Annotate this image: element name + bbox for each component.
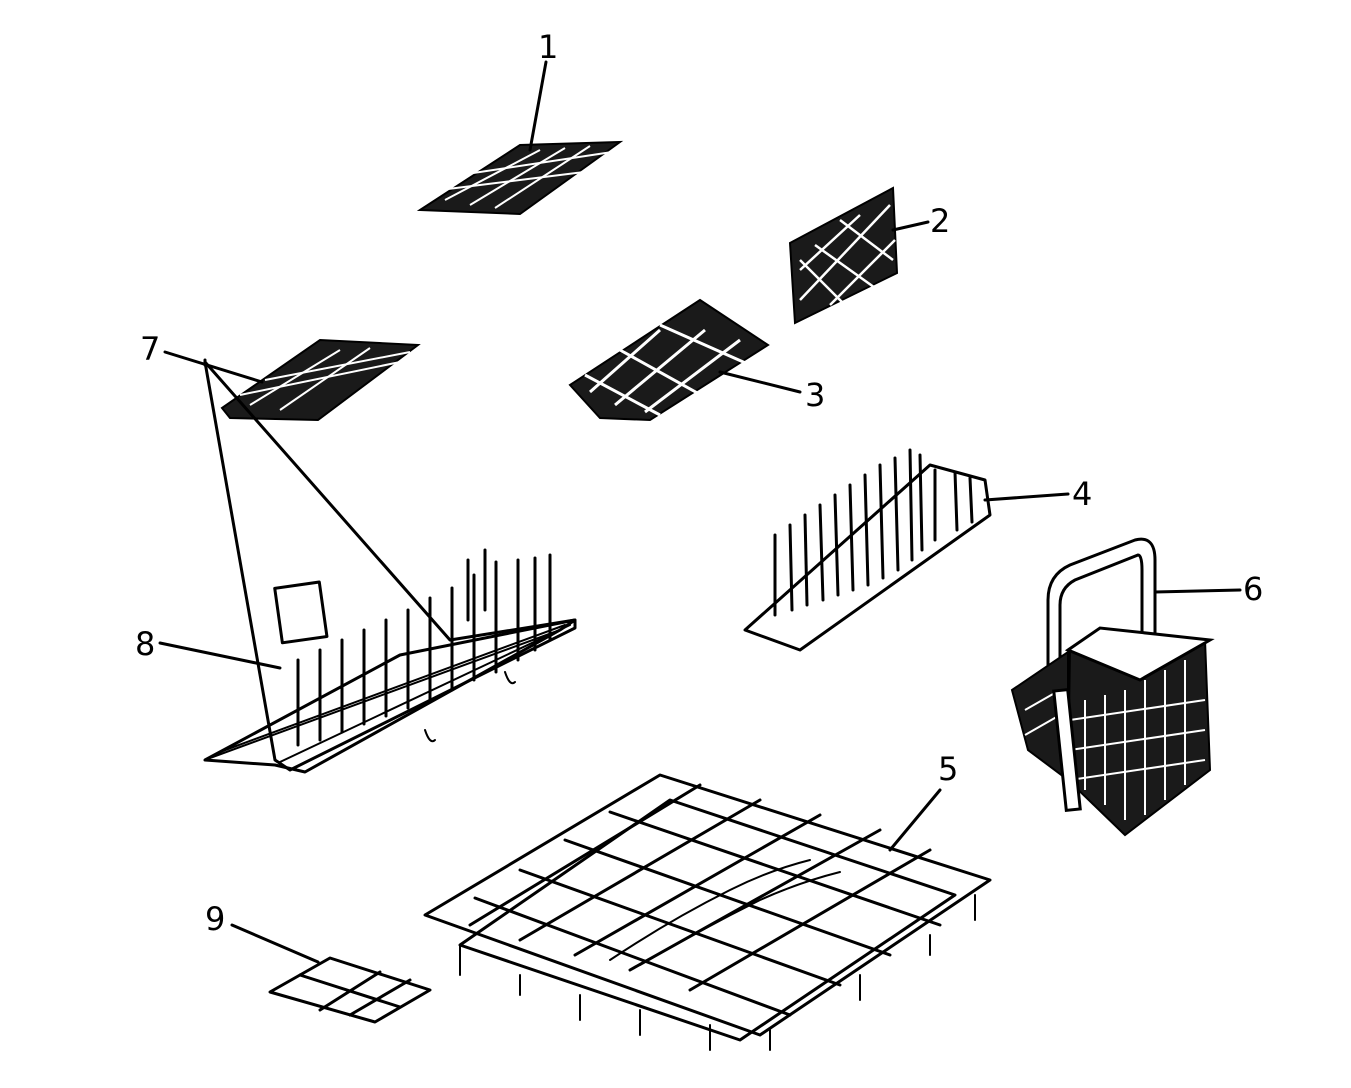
callout-4: 4 [1072,475,1092,513]
leader-1 [528,60,548,152]
leader-8 [158,641,282,670]
callout-5: 5 [938,750,958,788]
leader-lines [158,60,1242,964]
callout-1: 1 [538,28,558,66]
callout-labels: 1 2 3 4 5 6 7 8 9 [135,28,1263,938]
leader-5 [888,788,942,852]
part-3-fold-down-shelf [568,298,770,422]
part-5-lower-rack [423,773,992,1051]
part-6-cutlery-basket [1010,537,1215,837]
callout-6: 6 [1243,570,1263,608]
leader-6 [1153,588,1242,594]
part-7-shelf-grid [220,338,421,422]
leader-3 [718,370,802,394]
leader-2 [891,220,930,232]
leader-9 [230,923,320,964]
callout-7: 7 [140,330,160,368]
callout-2: 2 [930,202,950,240]
callout-9: 9 [205,900,225,938]
leader-4 [983,492,1070,502]
part-1-shelf-grid [416,140,624,216]
callout-3: 3 [805,376,825,414]
part-8-tine-rack [203,358,577,774]
part-2-grid-panel [788,186,899,325]
part-4-tine-rack [743,448,992,652]
part-9-small-grid [268,956,432,1024]
leader-7 [163,350,264,384]
callout-8: 8 [135,625,155,663]
